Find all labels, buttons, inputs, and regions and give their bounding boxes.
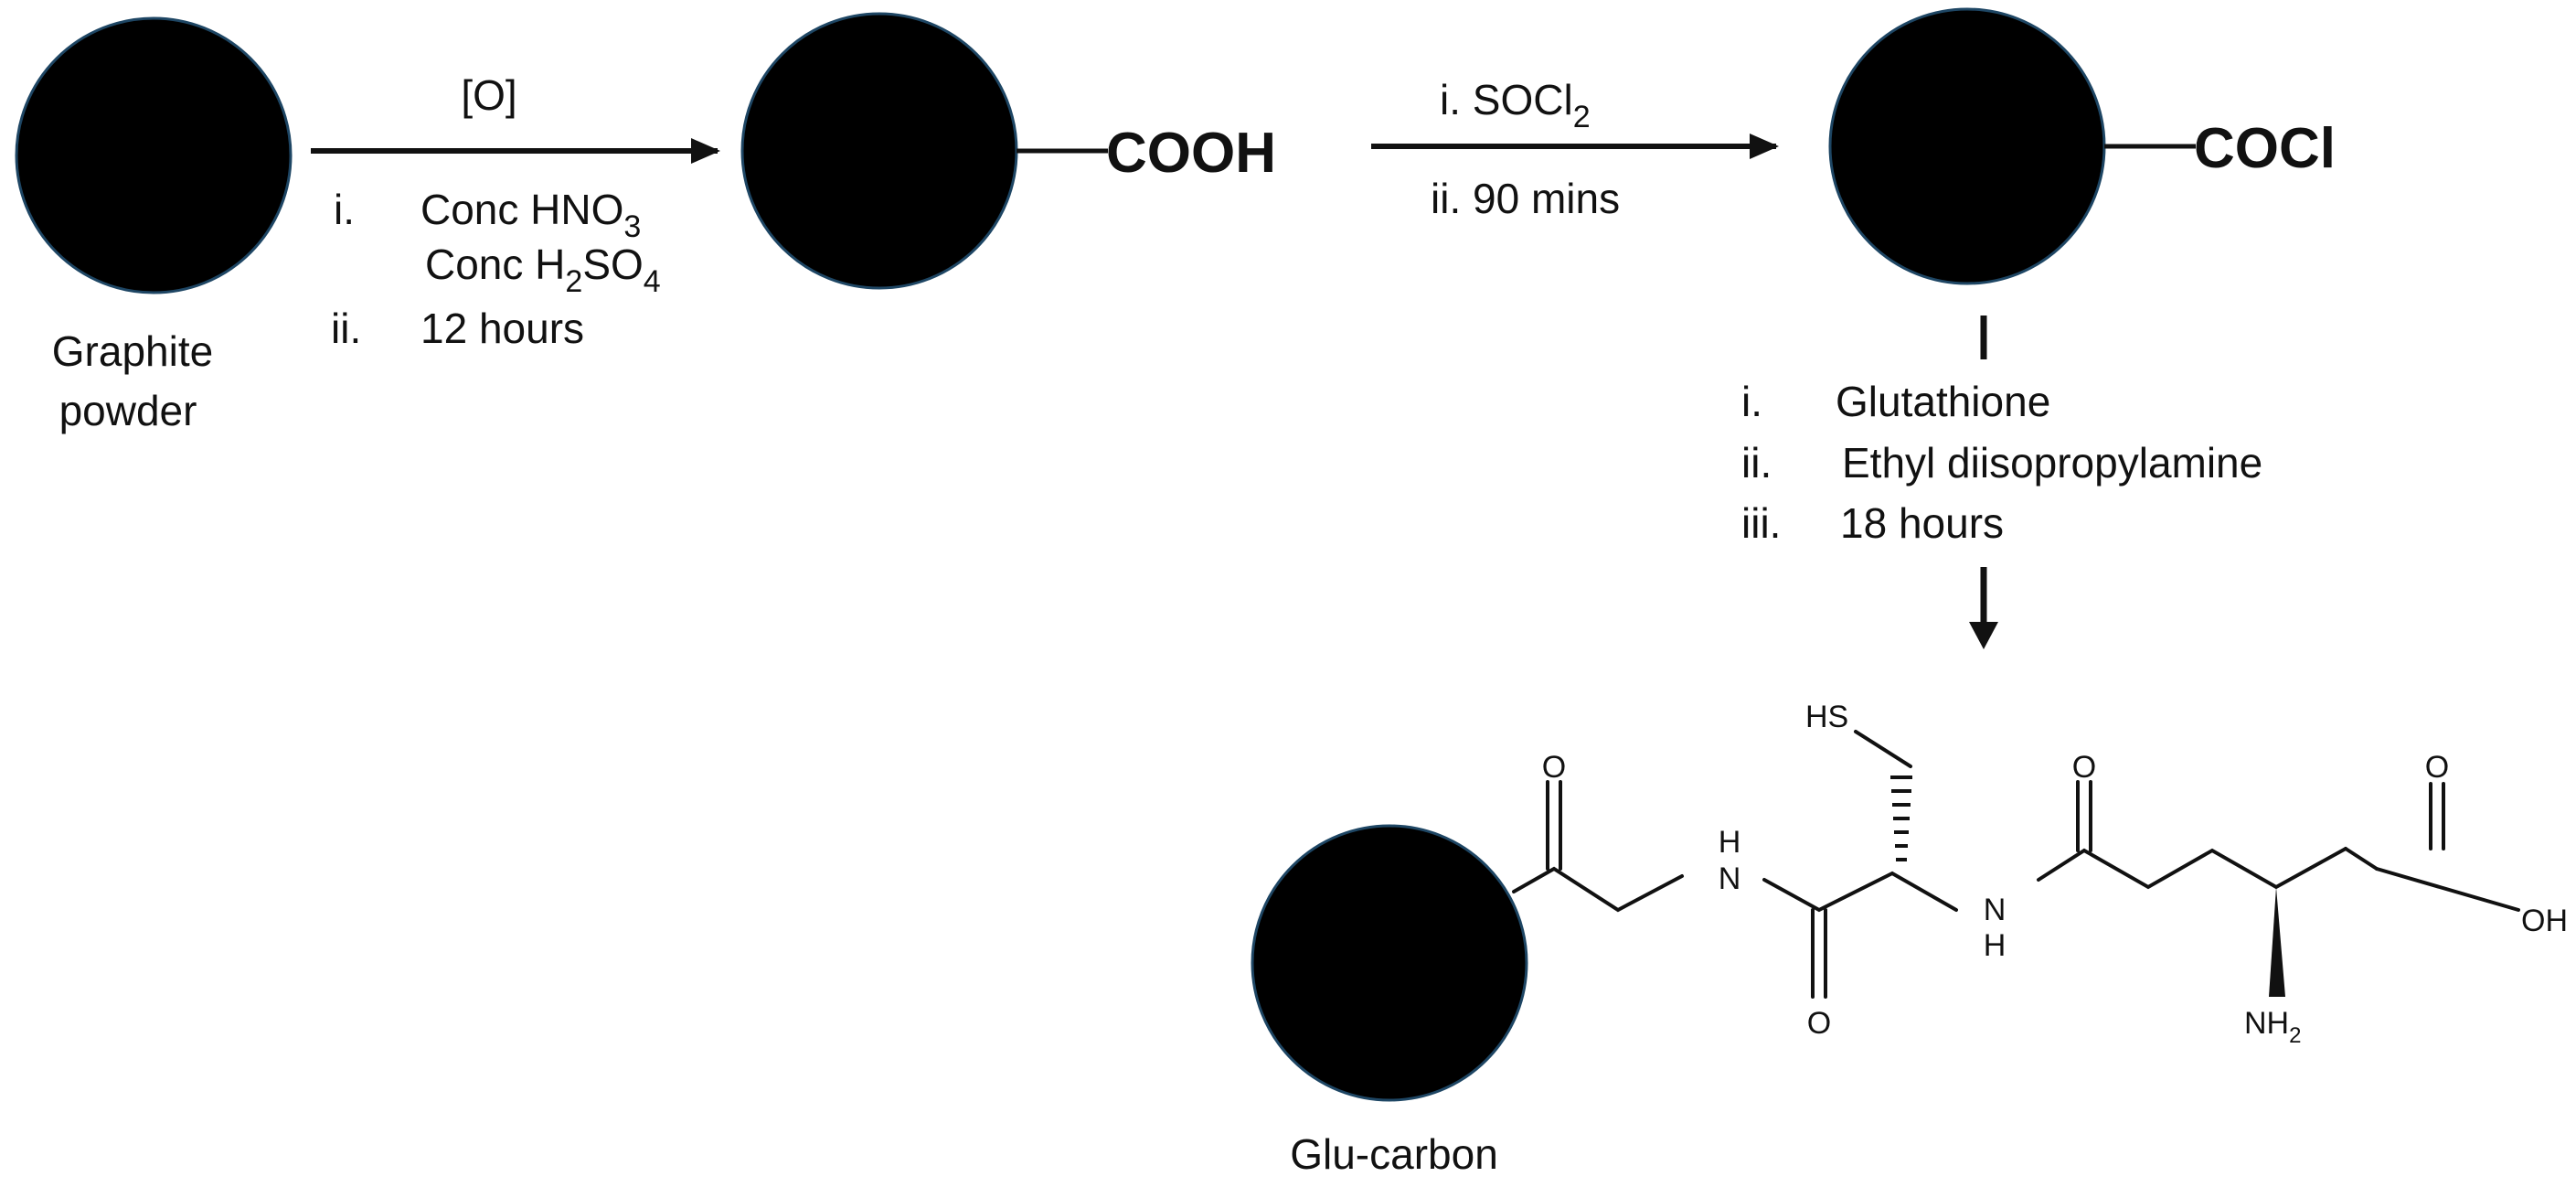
step3-arrowhead (1969, 622, 1998, 649)
atom-n-1: N (1719, 861, 1741, 896)
cooh-group: COOH (1106, 122, 1276, 185)
cocl-group: COCl (2194, 117, 2336, 180)
step1-cond-2: Conc H2SO4 (425, 241, 661, 299)
step1-arrowhead (691, 138, 720, 164)
oxidation-label: [O] (461, 71, 516, 119)
acyl-chloride-particle (1828, 7, 2106, 285)
atom-o-3: O (2072, 750, 2096, 785)
step2-cond-1: i. SOCl2 (1440, 76, 1591, 134)
atom-o-4: O (2425, 750, 2449, 785)
glutathione-structure (1512, 730, 2520, 999)
atom-n-2: N (1984, 893, 2007, 927)
step2-cond-2: ii. 90 mins (1431, 175, 1620, 222)
stereo-bonds (1890, 775, 1912, 861)
step3-cond-2: Ethyl diisopropylamine (1842, 439, 2262, 487)
graphite-particle (15, 16, 293, 294)
step1-cond-num-1: i. (334, 186, 355, 233)
atom-o-1: O (1542, 750, 1566, 785)
product-label: Glu-carbon (1290, 1130, 1498, 1178)
atom-h-1: H (1719, 825, 1741, 860)
start-label-2: powder (59, 387, 197, 434)
step3-cond-num-3: iii. (1741, 499, 1781, 547)
atom-sh: HS (1805, 700, 1848, 734)
start-label: Graphite (52, 327, 213, 375)
step3-cond-num-2: ii. (1741, 439, 1772, 487)
step2-arrowhead (1750, 134, 1779, 159)
atom-h-2: H (1984, 928, 2007, 963)
wedge-bond (2269, 887, 2285, 997)
step1-cond-num-3: ii. (331, 305, 361, 352)
atom-o-2: O (1807, 1006, 1831, 1041)
step1-cond-1: Conc HNO3 (420, 186, 641, 244)
oxidized-carbon-particle (740, 12, 1018, 290)
glu-carbon-particle (1251, 824, 1528, 1102)
step3-cond-3: 18 hours (1840, 499, 2004, 547)
atom-nh2: NH2 (2244, 1006, 2301, 1048)
atom-oh: OH (2521, 904, 2568, 938)
step3-cond-num-1: i. (1741, 378, 1762, 425)
step1-cond-3: 12 hours (420, 305, 584, 352)
step3-cond-1: Glutathione (1836, 378, 2050, 425)
